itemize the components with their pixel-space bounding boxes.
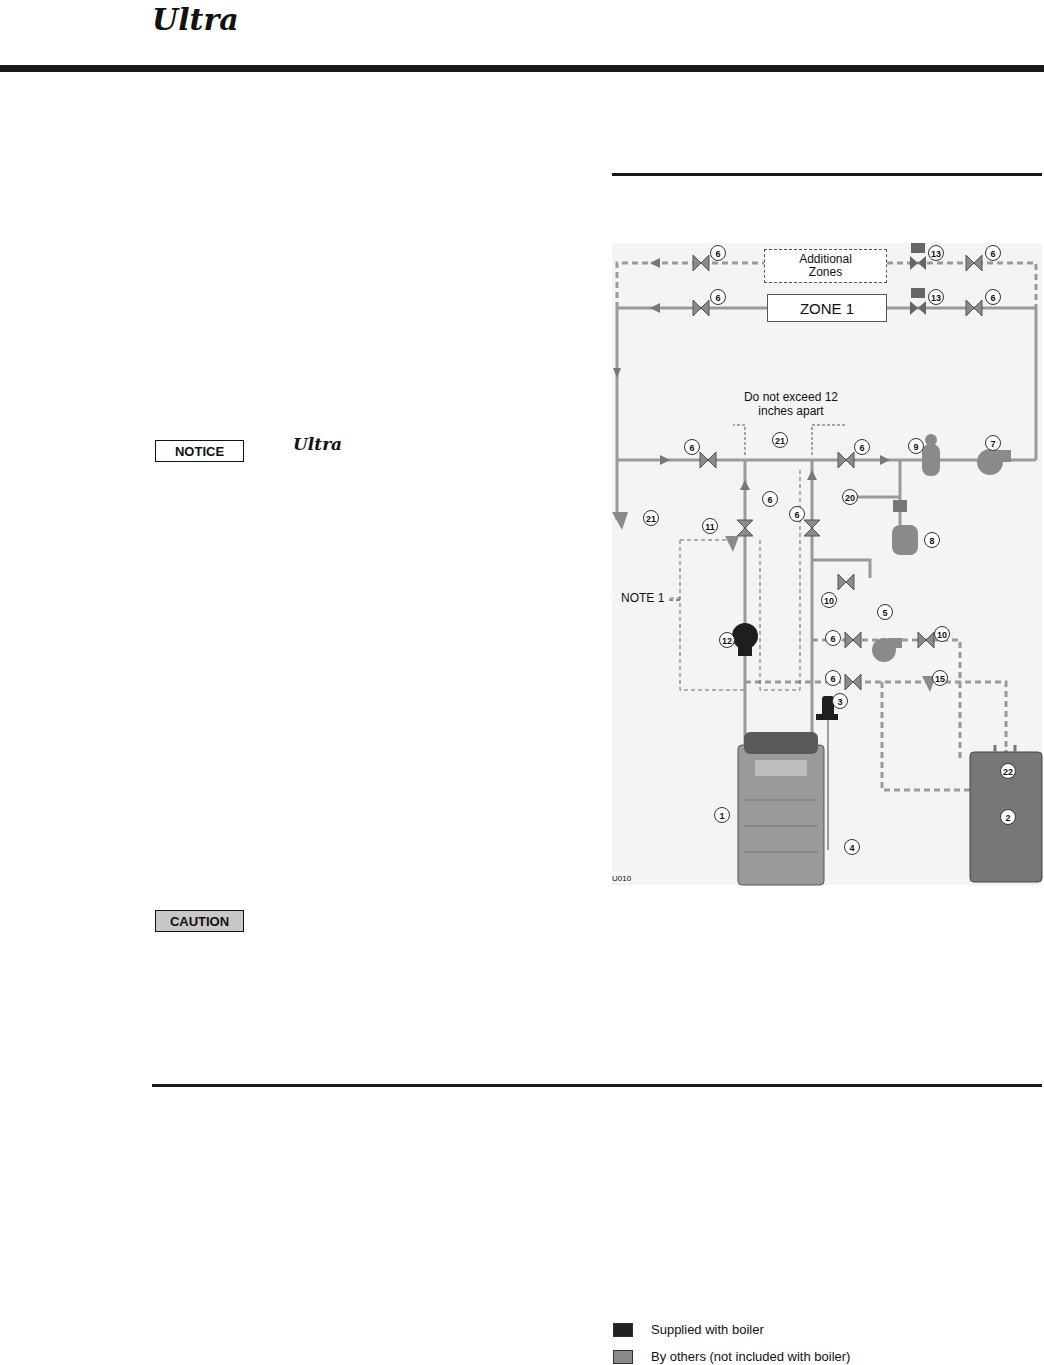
callout-number: 22 xyxy=(1000,763,1016,779)
figure-id: U010 xyxy=(612,874,631,883)
callout-number: 15 xyxy=(932,670,948,686)
node-text: ZONE 1 xyxy=(800,300,854,317)
indirect-water-heater xyxy=(970,745,1042,882)
callout-number: 6 xyxy=(985,289,1001,305)
section-rule xyxy=(612,173,1042,176)
dimension-bracket xyxy=(733,425,845,455)
legend-text: By others (not included with boiler) xyxy=(651,1349,850,1364)
callout-number: 2 xyxy=(1000,809,1016,825)
zone-valves xyxy=(910,243,926,315)
callout-number: 13 xyxy=(928,245,944,261)
callout-number: 6 xyxy=(710,245,726,261)
callout-number: 6 xyxy=(684,439,700,455)
callout-number: 6 xyxy=(762,491,778,507)
note-bracket xyxy=(668,540,745,690)
legend-row: By others (not included with boiler) xyxy=(613,1349,850,1364)
callout-number: 21 xyxy=(772,432,788,448)
callout-number: 6 xyxy=(710,289,726,305)
caution-box: CAUTION xyxy=(155,910,244,932)
node-text: Additional Zones xyxy=(789,253,863,279)
callout-number: 5 xyxy=(877,604,893,620)
callout-number: 10 xyxy=(821,592,837,608)
callout-number: 20 xyxy=(842,489,858,505)
callout-number: 4 xyxy=(844,839,860,855)
callout-number: 12 xyxy=(719,632,735,648)
zone-box: Additional Zones xyxy=(764,249,887,283)
callout-number: 13 xyxy=(928,289,944,305)
legend-swatch xyxy=(613,1350,633,1364)
diagram-ground xyxy=(612,243,1042,885)
note-label: NOTE 1 xyxy=(620,591,665,605)
footer-rule xyxy=(152,1084,1042,1087)
legend-text: Supplied with boiler xyxy=(651,1322,764,1337)
callout-number: 6 xyxy=(985,245,1001,261)
system-circulator xyxy=(977,449,1011,475)
note-bracket xyxy=(670,470,800,690)
callout-number: 1 xyxy=(714,807,730,823)
callout-number: 21 xyxy=(643,510,659,526)
header-rule xyxy=(0,65,1044,72)
air-separator xyxy=(922,434,940,476)
callout-number: 6 xyxy=(789,506,805,522)
callout-number: 3 xyxy=(832,693,848,709)
legend-swatch xyxy=(613,1323,633,1337)
boiler-circulator xyxy=(732,623,758,656)
brand-logo: Ultra xyxy=(152,2,239,37)
callout-number: 10 xyxy=(934,626,950,642)
callout-number: 9 xyxy=(908,438,924,454)
callout-number: 8 xyxy=(924,532,940,548)
dhw-circulator xyxy=(872,638,902,662)
callout-number: 7 xyxy=(985,435,1001,451)
fill-valve xyxy=(893,500,907,512)
node-text: CAUTION xyxy=(170,914,229,929)
dimension-note: Do not exceed 12 inches apart xyxy=(735,390,847,418)
notice-box: NOTICE xyxy=(155,440,244,462)
legend-row: Supplied with boiler xyxy=(613,1322,764,1337)
callout-number: 6 xyxy=(854,439,870,455)
expansion-tank xyxy=(892,525,918,555)
drain-valves xyxy=(612,512,936,692)
zone-box: ZONE 1 xyxy=(767,294,887,322)
boiler xyxy=(738,732,824,885)
flow-arrows xyxy=(613,258,890,490)
node-text: NOTICE xyxy=(175,444,224,459)
callout-number: 6 xyxy=(825,670,841,686)
isolation-valves xyxy=(693,255,982,690)
callout-number: 6 xyxy=(825,630,841,646)
brand-name: Ultra xyxy=(293,434,342,454)
callout-number: 11 xyxy=(702,518,718,534)
